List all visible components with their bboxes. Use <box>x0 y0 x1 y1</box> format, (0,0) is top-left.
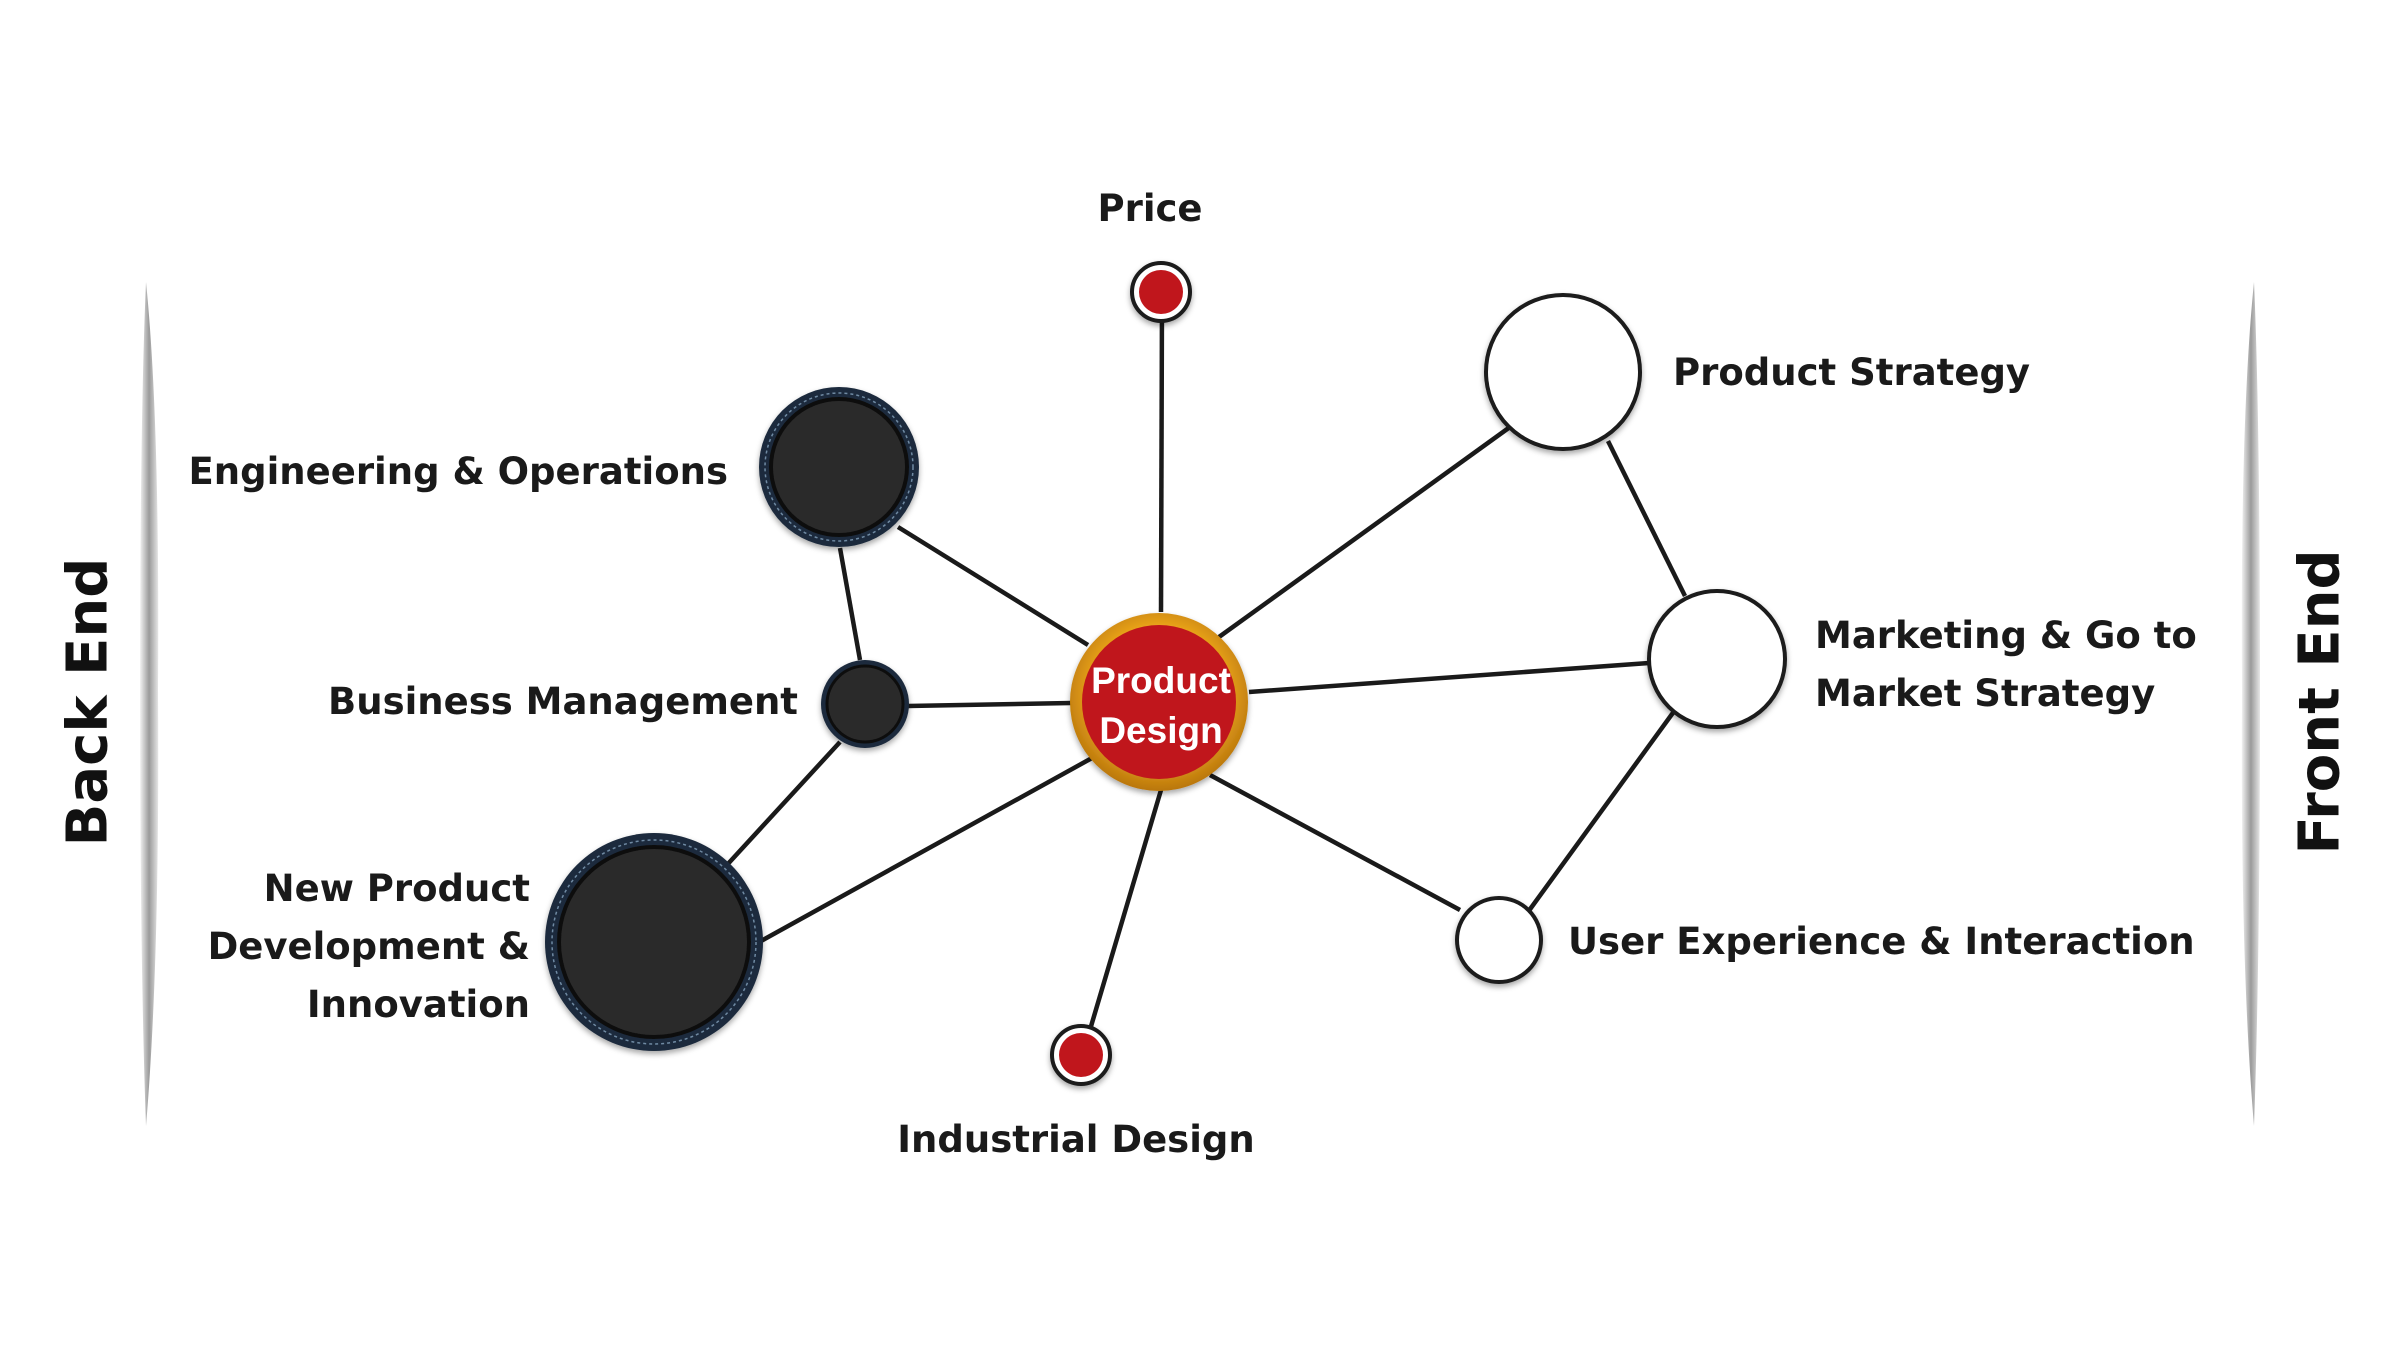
label-marketing-line2: Market Strategy <box>1815 672 2156 715</box>
label-product-strategy: Product Strategy <box>1673 351 2031 394</box>
label-marketing: Marketing & Go to Market Strategy <box>1815 607 2197 723</box>
industrial-design-node[interactable] <box>1050 1024 1112 1086</box>
edge-center-business <box>907 700 1072 709</box>
ux-node[interactable] <box>1455 896 1543 984</box>
price-node[interactable] <box>1130 261 1192 323</box>
engineering-node[interactable] <box>759 387 919 547</box>
center-label-line1: Product <box>1091 660 1231 701</box>
label-industrial-design: Industrial Design <box>897 1118 1255 1161</box>
center-label-line2: Design <box>1099 710 1222 751</box>
edge-center-marketing <box>1248 660 1650 695</box>
label-npd: New Product Development & Innovation <box>130 860 530 1034</box>
edge-center-price <box>1158 295 1165 613</box>
label-ux: User Experience & Interaction <box>1568 920 2195 963</box>
edge-center-strategy <box>1217 425 1512 639</box>
label-marketing-line1: Marketing & Go to <box>1815 614 2197 657</box>
front-end-title: Front End <box>2287 549 2353 855</box>
label-business: Business Management <box>328 680 798 723</box>
edge-center-engineering <box>896 525 1090 647</box>
label-npd-line3: Innovation <box>306 983 530 1026</box>
npd-node[interactable] <box>545 833 763 1051</box>
product-design-node[interactable]: Product Design <box>1070 613 1248 791</box>
left-bracket <box>140 282 159 1126</box>
edge-marketing-ux <box>1526 708 1677 914</box>
label-engineering: Engineering & Operations <box>188 450 729 493</box>
business-node[interactable] <box>821 660 909 748</box>
edges <box>724 295 1688 1051</box>
edge-engineering-business <box>837 547 863 661</box>
label-npd-line1: New Product <box>263 867 530 910</box>
label-npd-line2: Development & <box>207 925 530 968</box>
edge-center-industrial <box>1081 789 1164 1051</box>
edge-business-npd <box>724 740 842 868</box>
edge-center-npd <box>759 756 1094 943</box>
label-price: Price <box>1097 187 1203 230</box>
strategy-node[interactable] <box>1484 293 1642 451</box>
edge-center-ux <box>1208 773 1462 912</box>
marketing-node[interactable] <box>1647 589 1787 729</box>
right-bracket <box>2241 282 2260 1126</box>
edge-strategy-marketing <box>1605 439 1688 598</box>
back-end-title: Back End <box>55 557 121 847</box>
